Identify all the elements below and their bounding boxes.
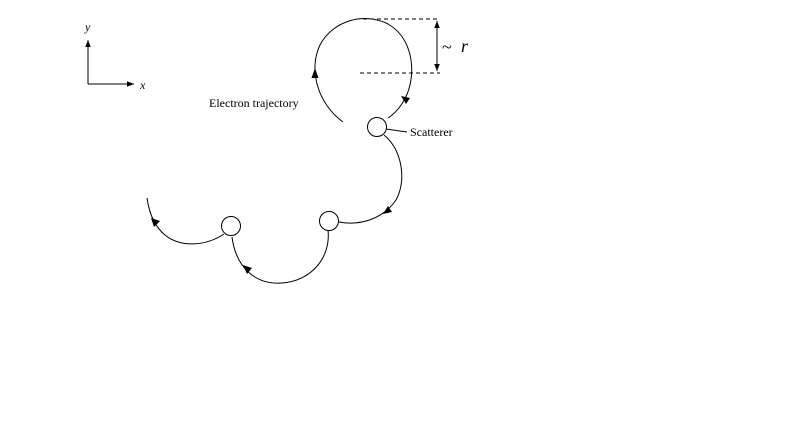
radius-tilde: ~: [442, 37, 452, 57]
y-axis-label: y: [84, 20, 91, 34]
scatterer-label: Scatterer: [410, 125, 453, 139]
arrow-down-icon: [401, 96, 410, 104]
coordinate-axes: y x: [84, 20, 146, 92]
scatterer-pointer-line: [385, 128, 408, 133]
scatterer-2: [319, 211, 339, 231]
scatterer-3: [221, 216, 241, 236]
arrow-up-icon: [311, 68, 319, 78]
electron-trajectory-label: Electron trajectory: [209, 96, 299, 110]
arrow-up-left-icon-2: [151, 218, 160, 227]
electron-trajectory: [146, 18, 413, 284]
scatterers: [221, 117, 387, 236]
arrow-down-left-icon: [383, 206, 392, 214]
radius-symbol: r: [461, 36, 469, 56]
trajectory-arc-3: [146, 197, 225, 245]
trajectory-arc-2: [231, 229, 329, 284]
trajectory-top-loop: [314, 18, 413, 123]
trajectory-arc-1: [338, 134, 403, 224]
arrow-up-left-icon: [243, 265, 252, 274]
scatterer-1: [367, 117, 387, 137]
x-axis-label: x: [139, 78, 146, 92]
radius-indicator: ~ r: [360, 18, 469, 74]
trajectory-arrowheads: [151, 68, 410, 274]
